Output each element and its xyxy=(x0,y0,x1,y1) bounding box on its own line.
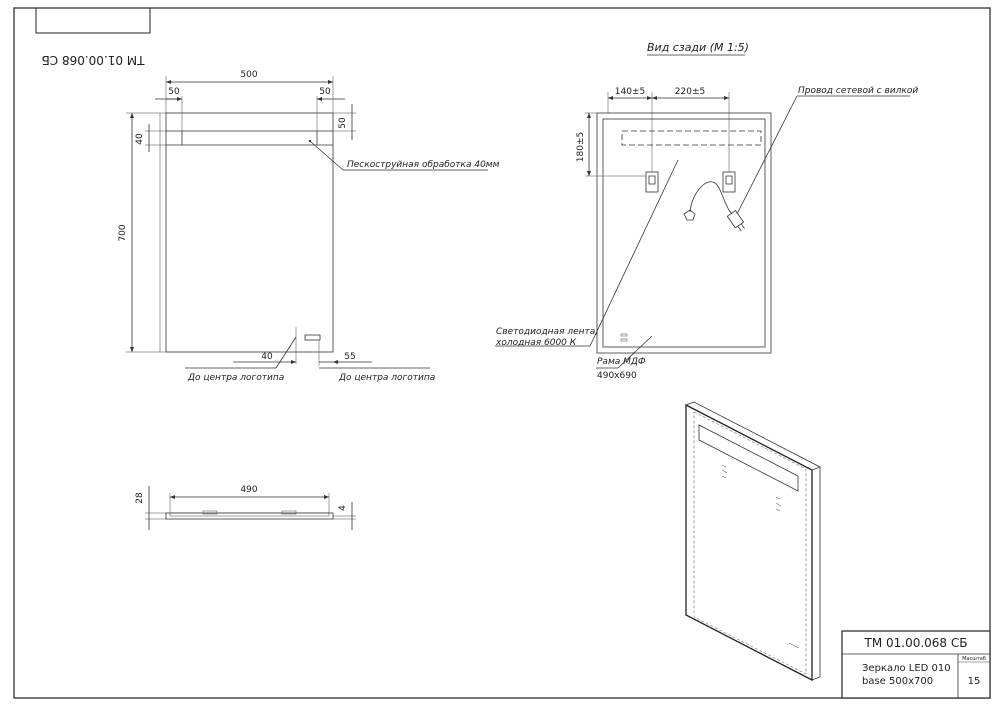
side-view: 490 28 4 xyxy=(135,485,356,530)
stamp-scale-value: 15 xyxy=(968,676,981,687)
sheet-frame xyxy=(13,7,991,699)
dim-side-width: 490 xyxy=(240,485,257,495)
hanger-right xyxy=(722,171,736,193)
note-sandblast: Пескоструйная обработка 40мм xyxy=(347,160,500,170)
rear-outline xyxy=(596,112,772,354)
logo-mark xyxy=(304,334,321,341)
plug-icon xyxy=(726,210,745,232)
mirror-outline xyxy=(165,112,334,353)
note-led-line2: холодная 6000 К xyxy=(495,338,577,348)
top-code-box: ТМ 01.00.068 СБ xyxy=(35,7,151,67)
hanger-left xyxy=(645,171,659,193)
note-frame-size: 490x690 xyxy=(597,371,637,381)
dim-front-left-offset: 50 xyxy=(168,87,180,97)
dim-rear-middle: 220±5 xyxy=(675,87,705,97)
led-strip xyxy=(621,130,762,146)
isometric-view xyxy=(685,401,821,682)
rear-view: Вид сзади (М 1:5) 140±5 xyxy=(495,41,918,381)
dim-front-height: 700 xyxy=(118,224,128,241)
dim-side-thickness: 28 xyxy=(135,492,145,504)
front-view: 500 50 50 50 40 700 Пескоструйная обрабо… xyxy=(118,70,500,383)
dim-logo-x: 40 xyxy=(261,352,273,362)
dim-front-width: 500 xyxy=(240,70,257,80)
mdf-frame xyxy=(602,118,766,348)
note-logo-left: До центра логотипа xyxy=(187,373,284,383)
note-frame: Рама МДФ xyxy=(597,357,646,367)
top-code-text: ТМ 01.00.068 СБ xyxy=(42,53,146,67)
dim-rear-height: 180±5 xyxy=(576,132,586,162)
stamp-title-line2: base 500x700 xyxy=(862,676,933,687)
note-cable: Провод сетевой с вилкой xyxy=(798,86,918,96)
stamp-code: ТМ 01.00.068 СБ xyxy=(864,636,968,650)
dim-logo-right: 55 xyxy=(344,352,355,362)
dim-front-top-right: 50 xyxy=(338,117,348,129)
stamp-title-line1: Зеркало LED 010 xyxy=(862,663,951,674)
dim-rear-left: 140±5 xyxy=(615,87,645,97)
rear-view-title: Вид сзади (М 1:5) xyxy=(647,41,749,54)
note-logo-right: До центра логотипа xyxy=(338,373,435,383)
dim-side-glass: 4 xyxy=(338,505,348,511)
stamp-scale-label: Масштаб xyxy=(962,656,986,662)
power-cable xyxy=(689,181,733,215)
dim-front-right-offset: 50 xyxy=(319,87,331,97)
title-block: ТМ 01.00.068 СБ Зеркало LED 010 base 500… xyxy=(841,630,991,699)
dim-front-band-height: 40 xyxy=(135,133,145,145)
note-led-line1: Светодиодная лента, xyxy=(496,327,598,337)
